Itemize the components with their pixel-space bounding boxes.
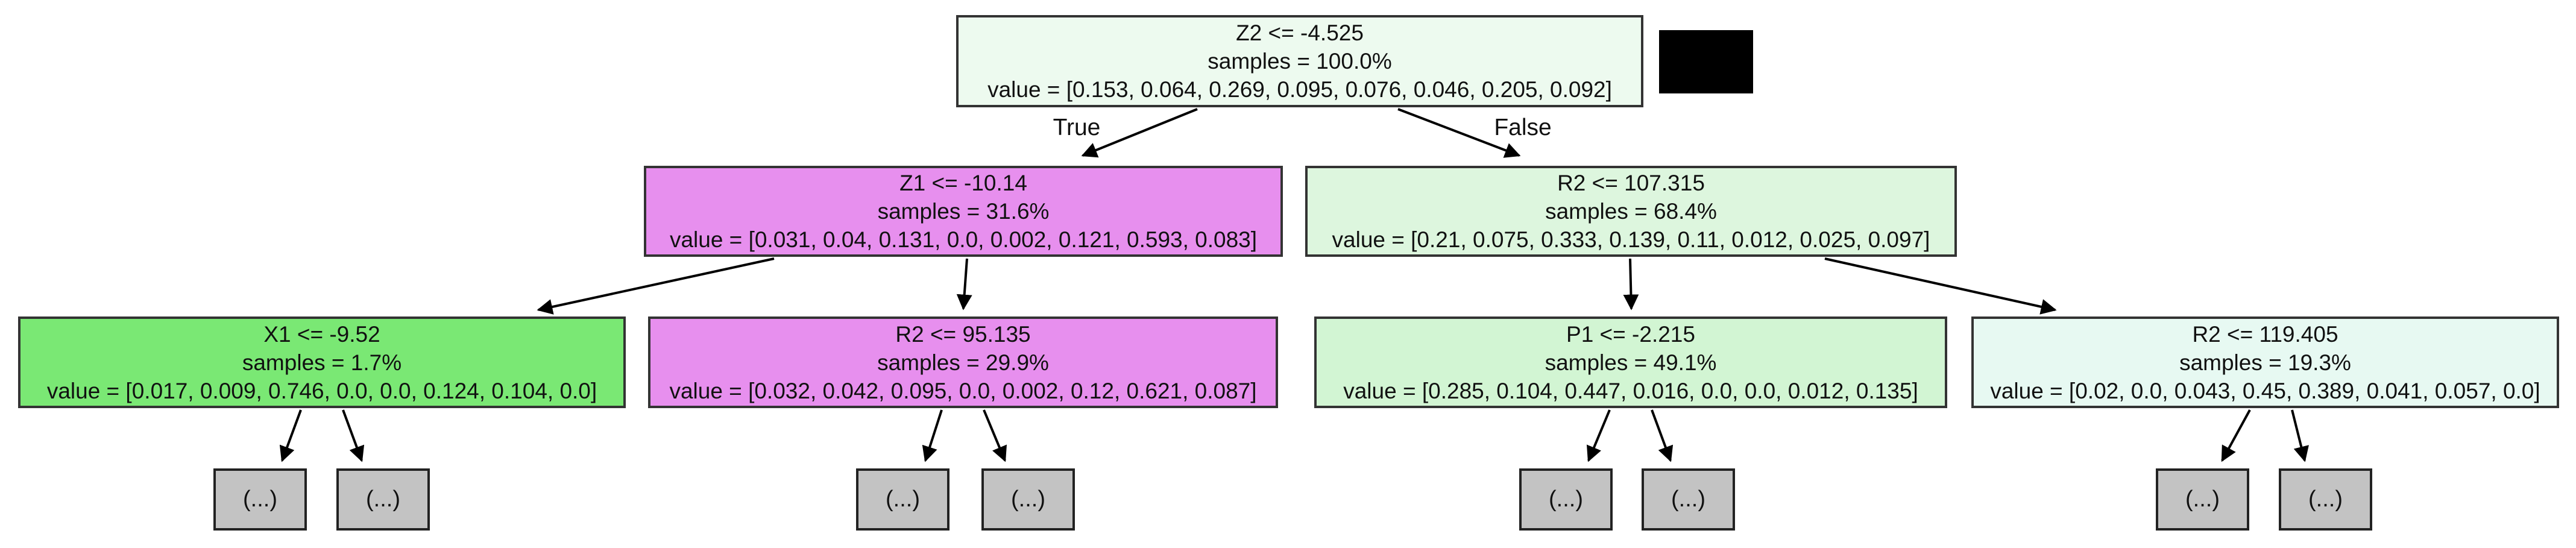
node-samples: samples = 100.0%: [1208, 49, 1392, 74]
node-value: value = [0.031, 0.04, 0.131, 0.0, 0.002,…: [669, 227, 1258, 252]
node-condition: R2 <= 95.135: [895, 321, 1031, 347]
edge-r2119-leaf2: [2291, 409, 2309, 462]
edge-r295-leaf2: [983, 409, 1007, 462]
node-value: value = [0.032, 0.042, 0.095, 0.0, 0.002…: [669, 378, 1257, 403]
edge-z1-left: [537, 257, 775, 315]
collapsed-leaf: (...): [2279, 468, 2372, 531]
collapsed-leaf: (...): [1519, 468, 1613, 531]
collapsed-leaf: (...): [2156, 468, 2249, 531]
edge-z1-right: [956, 258, 972, 310]
leaf-label: (...): [366, 487, 400, 512]
leaf-label: (...): [243, 487, 277, 512]
node-value: value = [0.21, 0.075, 0.333, 0.139, 0.11…: [1332, 227, 1930, 252]
node-condition: R2 <= 119.405: [2192, 321, 2338, 347]
tree-node-root: Z2 <= -4.525 samples = 100.0% value = [0…: [956, 15, 1643, 107]
legend-swatch: [1659, 30, 1753, 93]
node-condition: X1 <= -9.52: [263, 321, 380, 347]
edge-label-false: False: [1494, 115, 1552, 140]
edge-r2107-left: [1623, 258, 1639, 310]
edge-x1-leaf2: [342, 409, 365, 462]
node-samples: samples = 31.6%: [877, 199, 1050, 224]
edge-r295-leaf1: [922, 409, 943, 462]
node-samples: samples = 49.1%: [1545, 350, 1717, 375]
node-value: value = [0.017, 0.009, 0.746, 0.0, 0.0, …: [46, 378, 597, 403]
tree-node-p1: P1 <= -2.215 samples = 49.1% value = [0.…: [1314, 317, 1947, 408]
tree-node-z1: Z1 <= -10.14 samples = 31.6% value = [0.…: [644, 166, 1283, 257]
node-condition: Z2 <= -4.525: [1236, 20, 1364, 45]
node-samples: samples = 1.7%: [242, 350, 402, 375]
leaf-label: (...): [1011, 487, 1045, 512]
node-value: value = [0.153, 0.064, 0.269, 0.095, 0.0…: [987, 77, 1612, 102]
collapsed-leaf: (...): [981, 468, 1075, 531]
edge-p1-leaf1: [1587, 409, 1611, 462]
edge-r2119-leaf1: [2221, 409, 2251, 462]
edge-label-true: True: [1053, 115, 1101, 140]
leaf-label: (...): [2308, 487, 2343, 512]
tree-node-x1: X1 <= -9.52 samples = 1.7% value = [0.01…: [18, 317, 626, 408]
node-samples: samples = 68.4%: [1545, 199, 1717, 224]
tree-node-r2-107: R2 <= 107.315 samples = 68.4% value = [0…: [1305, 166, 1957, 257]
collapsed-leaf: (...): [213, 468, 307, 531]
leaf-label: (...): [886, 487, 920, 512]
collapsed-leaf: (...): [336, 468, 430, 531]
tree-node-r2-119: R2 <= 119.405 samples = 19.3% value = [0…: [1971, 317, 2559, 408]
node-condition: Z1 <= -10.14: [899, 171, 1027, 195]
edge-root-false: [1397, 108, 1521, 158]
node-value: value = [0.285, 0.104, 0.447, 0.016, 0.0…: [1343, 378, 1918, 403]
collapsed-leaf: (...): [856, 468, 949, 531]
edge-p1-leaf2: [1651, 409, 1674, 462]
edge-x1-leaf1: [279, 409, 302, 462]
leaf-label: (...): [1549, 487, 1583, 512]
node-condition: R2 <= 107.315: [1557, 171, 1705, 195]
edge-root-true: [1081, 108, 1198, 158]
leaf-label: (...): [1671, 487, 1705, 512]
collapsed-leaf: (...): [1642, 468, 1735, 531]
node-value: value = [0.02, 0.0, 0.043, 0.45, 0.389, …: [1990, 378, 2540, 403]
leaf-label: (...): [2185, 487, 2220, 512]
edge-r2107-right: [1824, 257, 2057, 315]
tree-node-r2-95: R2 <= 95.135 samples = 29.9% value = [0.…: [648, 317, 1278, 408]
node-samples: samples = 19.3%: [2179, 350, 2351, 375]
node-samples: samples = 29.9%: [877, 350, 1049, 375]
node-condition: P1 <= -2.215: [1566, 321, 1695, 347]
